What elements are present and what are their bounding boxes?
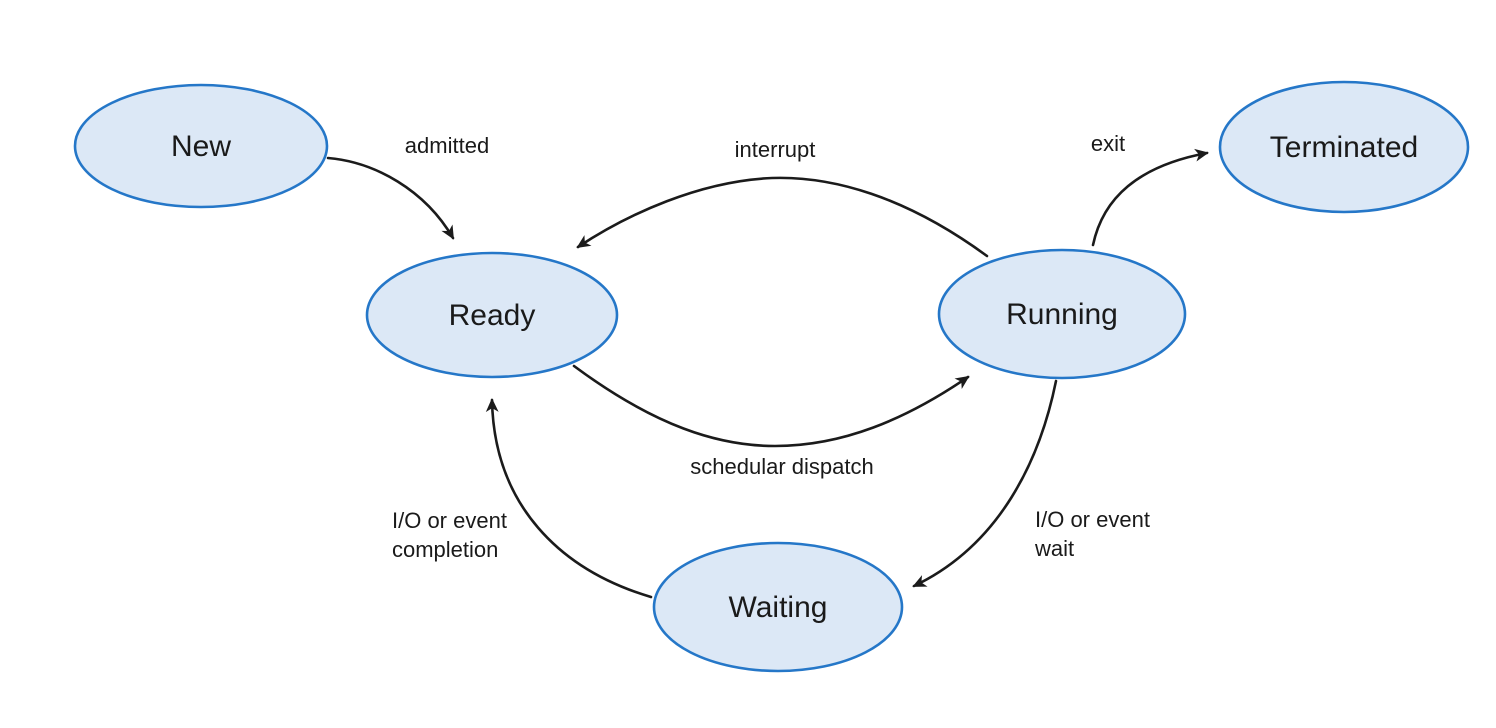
state-new: New [73,83,329,209]
transition-io-or-event-wait: I/O or event wait [912,379,1150,588]
transition-label-io-or-event-completion: I/O or event [392,508,507,533]
state-label-running: Running [1006,298,1118,331]
state-waiting: Waiting [652,541,904,673]
state-terminated: Terminated [1218,80,1470,214]
transition-interrupt: interrupt [576,137,989,258]
transition-exit: exit [1091,131,1209,247]
transition-arrow-interrupt [576,176,989,258]
transition-label-schedular-dispatch: schedular dispatch [690,454,873,479]
transition-arrow-admitted [326,156,455,240]
state-ellipse-ready [365,251,619,379]
transition-label-io-or-event-wait: I/O or event [1035,507,1150,532]
state-running: Running [937,248,1187,380]
transition-label-io-or-event-wait: wait [1034,536,1074,561]
state-label-ready: Ready [449,299,536,332]
state-label-terminated: Terminated [1270,131,1418,164]
transition-arrow-exit [1091,148,1209,247]
state-ellipse-waiting [652,541,904,673]
transition-label-io-or-event-completion: completion [392,537,498,562]
transition-admitted: admitted [326,133,489,240]
state-label-new: New [171,130,231,163]
transition-io-or-event-completion: I/O or event completion [392,398,653,599]
transition-schedular-dispatch: schedular dispatch [572,364,970,479]
transition-label-interrupt: interrupt [735,137,816,162]
state-ellipse-new [73,83,329,209]
transition-arrow-io-or-event-completion [485,398,653,599]
transition-arrow-io-or-event-wait [912,379,1058,588]
transition-label-admitted: admitted [405,133,489,158]
state-ellipse-terminated [1218,80,1470,214]
state-ellipse-running [937,248,1187,380]
transition-arrow-schedular-dispatch [572,364,970,448]
transition-label-exit: exit [1091,131,1125,156]
state-ready: Ready [365,251,619,379]
state-label-waiting: Waiting [729,591,828,624]
